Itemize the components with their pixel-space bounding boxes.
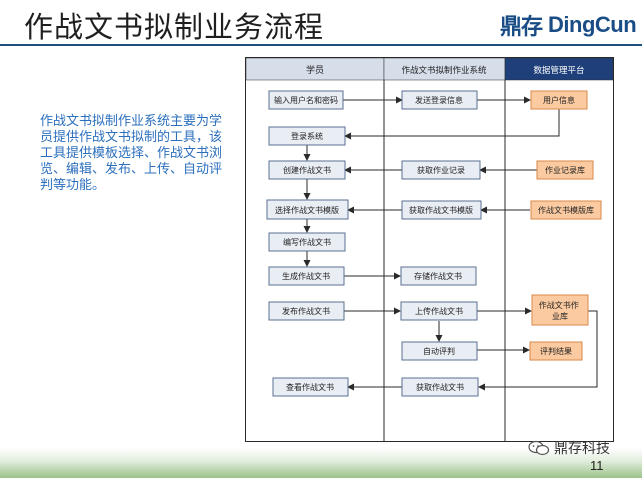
node-auto-eval [401,341,478,361]
node-view-doc [272,377,349,397]
page-number: 11 [590,458,604,473]
wechat-icon [528,440,550,456]
node-publish-doc [268,301,345,321]
node-get-record-label: 获取作业记录 [417,165,465,175]
node-edit-doc-label: 编写作战文书 [283,237,331,247]
node-doc-db [531,294,589,326]
flowchart: 学员 作战文书拟制作业系统 数据管理平台 [245,57,614,442]
node-get-record [401,160,481,180]
node-create-doc [268,160,346,180]
node-get-template [401,200,482,220]
node-get-doc [401,377,479,397]
node-login-input [268,90,344,110]
node-store-doc [400,266,477,286]
node-select-template-label: 选择作战文书模版 [275,205,339,215]
node-record-db [536,160,594,180]
node-publish-doc-label: 发布作战文书 [282,306,330,316]
title-divider [0,44,642,46]
wechat-watermark: 鼎存科技 [528,438,610,458]
lane-label-system: 作战文书拟制作业系统 [401,65,487,76]
node-create-doc-label: 创建作战文书 [283,165,331,175]
node-select-template [266,199,349,220]
node-get-doc-label: 获取作战文书 [416,382,464,392]
node-generate-doc [268,266,345,286]
node-eval-result [529,341,583,361]
node-template-db [530,200,602,220]
description-text: 作战文书拟制作业系统主要为学员提供作战文书拟制的工具，该工具提供模板选择、作战文… [40,114,223,193]
node-user-info [530,90,588,110]
node-record-db-label: 作业记录库 [545,165,585,175]
arrow-userinfo-to-login [344,109,560,140]
node-upload-doc [400,301,478,321]
logo-chinese: 鼎存 [500,15,543,40]
node-upload-doc-label: 上传作战文书 [415,306,463,316]
node-user-info-label: 用户信息 [543,95,575,105]
node-template-db-label: 作战文书模版库 [538,205,594,215]
node-doc-db-label: 作战文书作 业库 [539,300,582,321]
arrow-docdb-to-getdoc [478,310,598,391]
watermark-text: 鼎存科技 [554,441,610,457]
brand-logo: 鼎存 DingCun [500,8,637,42]
lane-header-data [504,57,614,81]
node-store-doc-label: 存储作战文书 [414,271,462,281]
node-view-doc-label: 查看作战文书 [286,382,334,392]
node-auto-eval-label: 自动评判 [423,346,455,356]
node-login-input-label: 输入用户名和密码 [274,95,338,105]
node-login-system-label: 登录系统 [291,131,323,141]
node-eval-result-label: 评判结果 [540,346,572,356]
node-edit-doc [268,232,346,252]
node-send-login-label: 发送登录信息 [415,95,463,105]
page-title: 作战文书拟制业务流程 [24,10,325,44]
node-login-system [268,126,346,146]
lane-label-data: 数据管理平台 [533,65,584,76]
lane-label-student: 学员 [306,64,324,76]
node-get-template-label: 获取作战文书模版 [409,205,473,215]
node-generate-doc-label: 生成作战文书 [282,271,330,281]
logo-english: DingCun [548,12,637,37]
node-send-login [401,90,478,110]
